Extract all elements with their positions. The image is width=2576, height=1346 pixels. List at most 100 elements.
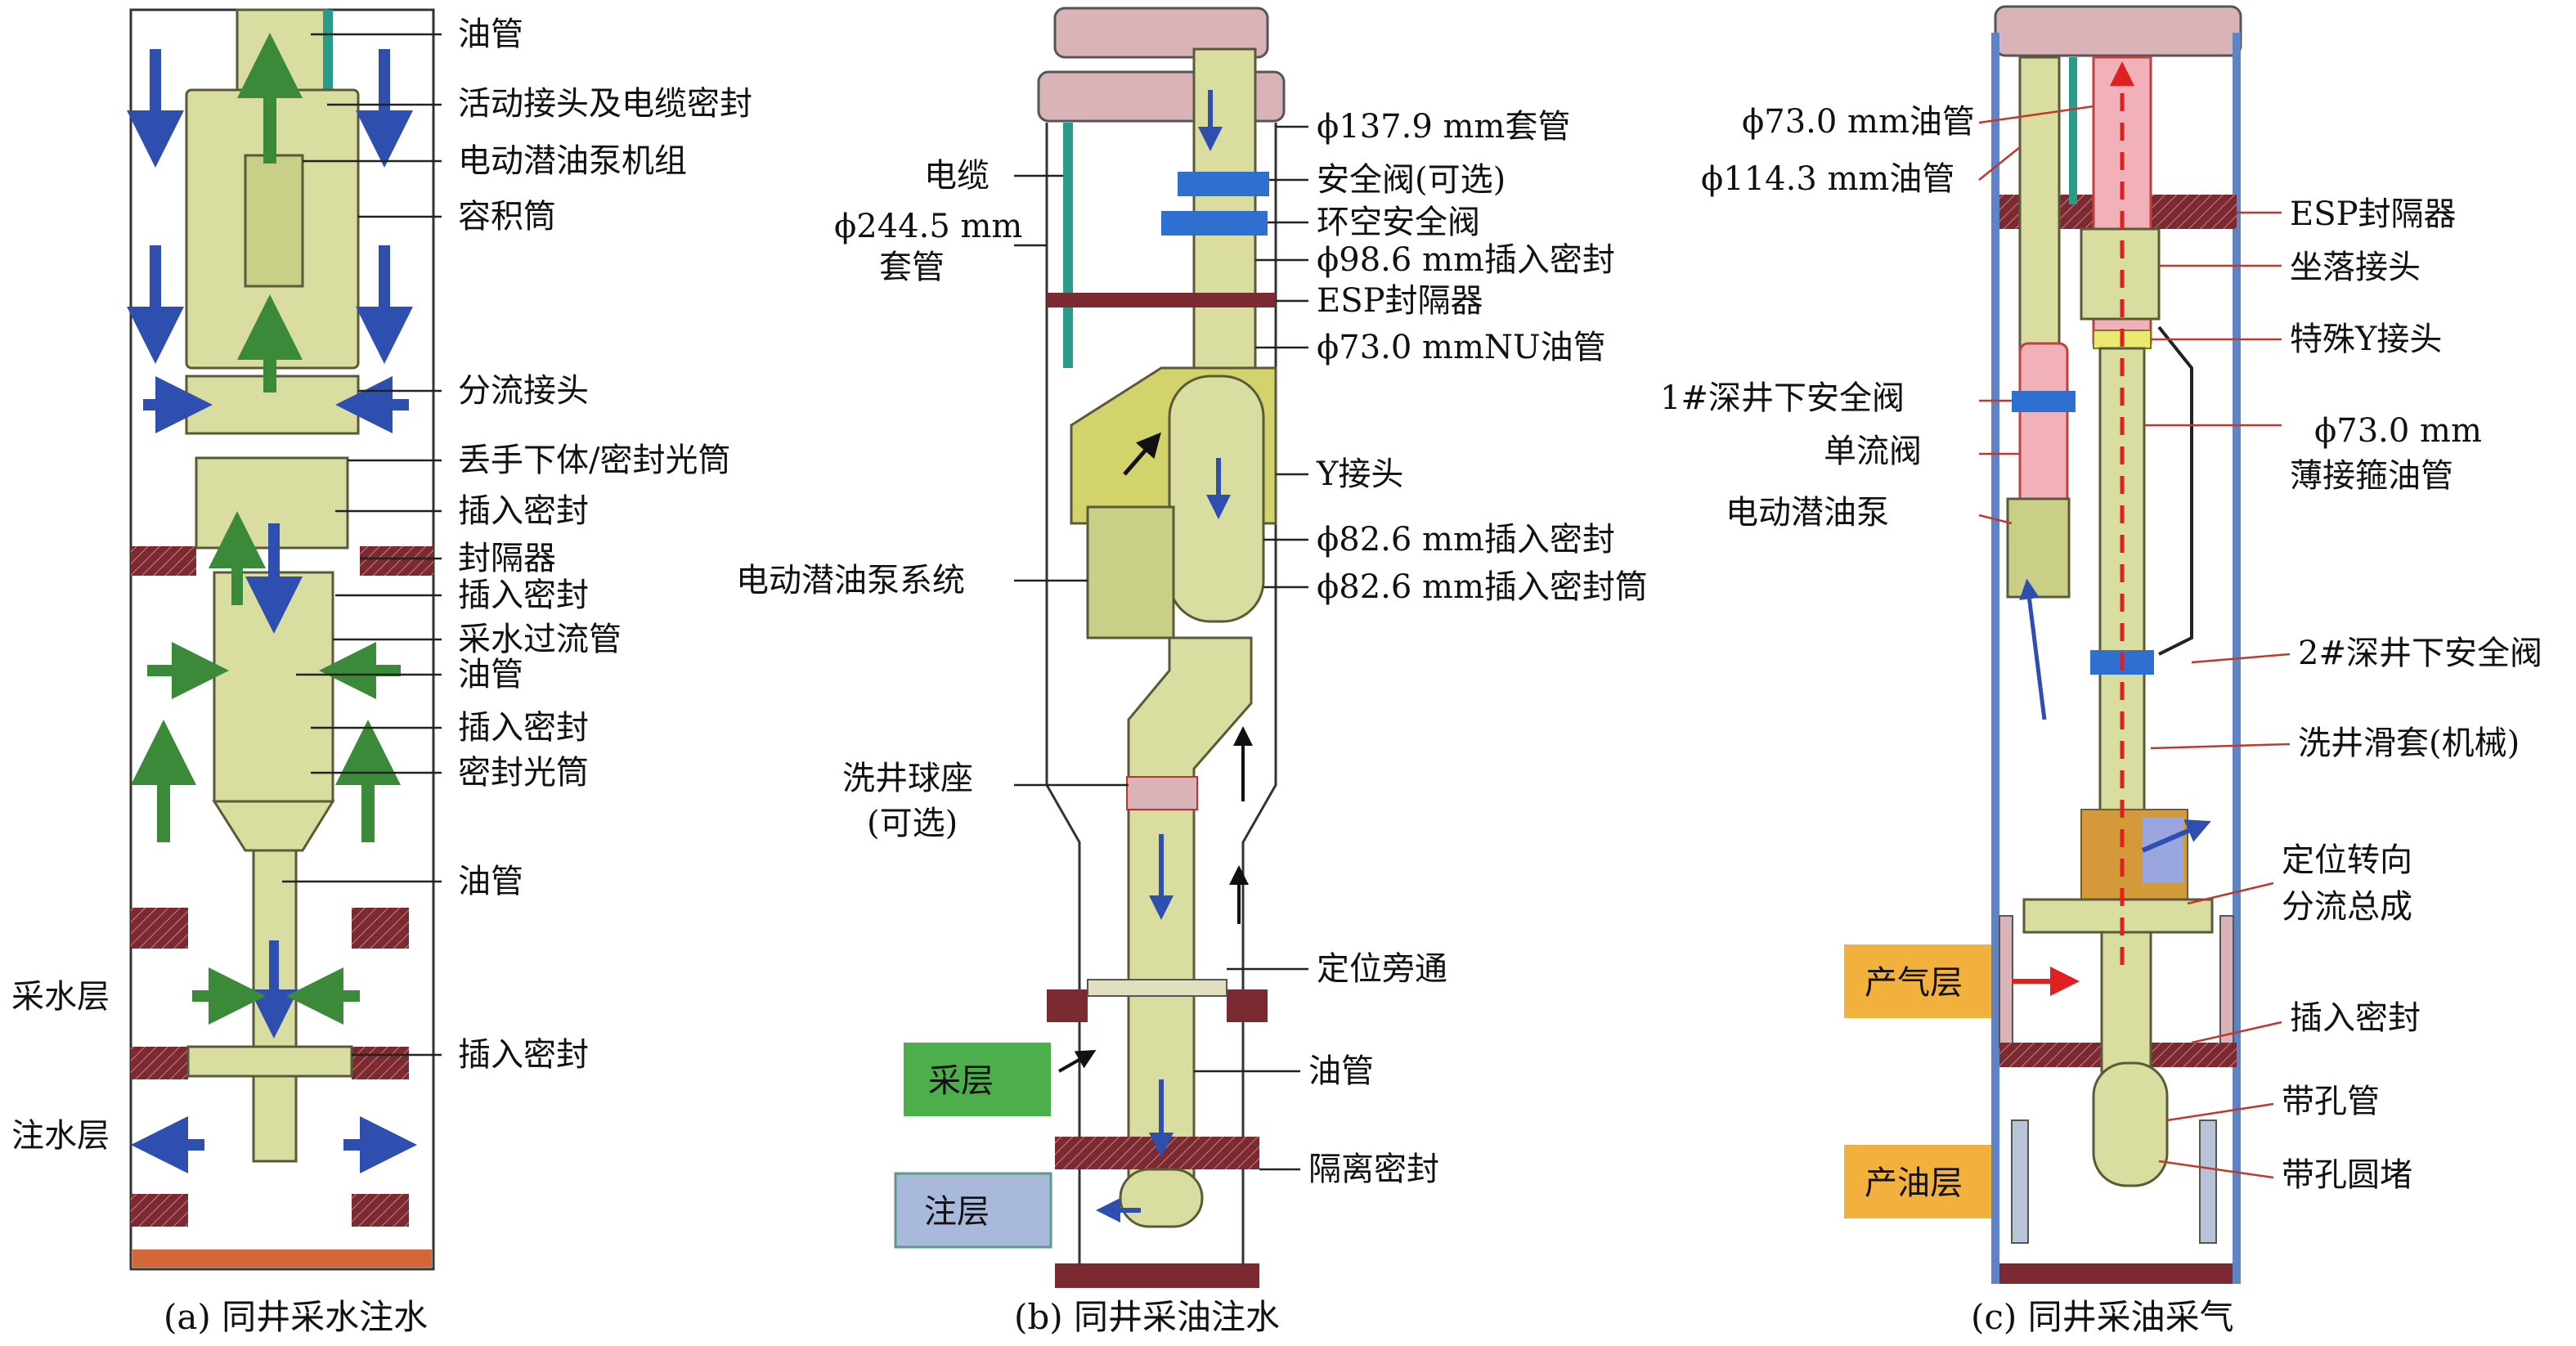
diverter-insert-c <box>2143 818 2183 883</box>
layer-inject-b: 注层 <box>924 1193 990 1231</box>
tubing-top-a <box>236 8 329 93</box>
layer-gas-c: 产气层 <box>1865 964 1963 1002</box>
label-c-right-3: ϕ73.0 mm <box>2314 412 2482 450</box>
label-a-5: 丢手下体/密封光筒 <box>458 442 730 479</box>
label-b-10: 油管 <box>1308 1052 1374 1090</box>
label-b-11: 隔离密封 <box>1308 1151 1439 1188</box>
label-b-4: ESP封隔器 <box>1317 282 1483 320</box>
cable-b <box>1063 123 1073 368</box>
label-a-7: 封隔器 <box>458 540 556 577</box>
panel-a: 油管 活动接头及电缆密封 电动潜油泵机组 容积筒 分流接头 丢手下体/密封光筒 … <box>11 8 752 1337</box>
pump-branch-tube-c <box>2018 56 2061 353</box>
label-c-right-2: 特殊Y接头 <box>2290 321 2442 358</box>
bottom-end-b <box>1119 1168 1204 1228</box>
label-c-right-10: 带孔管 <box>2282 1083 2380 1120</box>
label-casing-b-1: ϕ244.5 mm <box>834 208 1022 245</box>
isolation-seal-b <box>1055 1137 1259 1169</box>
oil-perf-left-c <box>2011 1119 2029 1244</box>
control-line-c <box>2157 325 2193 656</box>
perf-block-2-a <box>352 908 409 949</box>
leaders-b <box>1014 125 1308 1171</box>
label-c-right-1: 坐落接头 <box>2290 249 2421 286</box>
labels-b: ϕ137.9 mm套管 安全阀(可选) 环空安全阀 ϕ98.6 mm插入密封 E… <box>736 108 1648 1231</box>
layer-inject-box-b <box>894 1172 1052 1249</box>
label-c-left-0: ϕ73.0 mm油管 <box>1742 103 1975 141</box>
cable-a <box>323 10 333 92</box>
esp-pump-c <box>2006 497 2071 599</box>
layer-water-produce-a: 采水层 <box>11 978 110 1016</box>
caption-c: (c) 同井采油采气 <box>1971 1297 2234 1337</box>
esp-packer-b <box>1047 293 1276 307</box>
layer-oil-c: 产油层 <box>1865 1164 1963 1202</box>
label-b-2: 环空安全阀 <box>1317 204 1480 241</box>
layer-produce-box-b <box>904 1043 1051 1116</box>
arrow-right-icon <box>2141 819 2211 853</box>
caption-b: (b) 同井采油注水 <box>1014 1297 1280 1337</box>
cable-c <box>2069 57 2077 204</box>
panel-c: ϕ73.0 mm油管 ϕ114.3 mm油管 1#深井下安全阀 单流阀 电动潜油… <box>1660 5 2542 1337</box>
label-c-left-4: 电动潜油泵 <box>1726 494 1889 532</box>
safety-valve-1-c <box>2012 391 2076 412</box>
label-a-3: 容积筒 <box>458 198 556 236</box>
perf-block-6-a <box>352 1194 409 1227</box>
label-c-right-9: 插入密封 <box>2290 999 2421 1037</box>
water-flow-tube-a <box>213 571 334 803</box>
seal-polished-a <box>212 800 335 852</box>
label-b-1: 安全阀(可选) <box>1317 161 1506 199</box>
label-c-left-1: ϕ114.3 mm油管 <box>1701 160 1954 198</box>
leaders-c <box>1978 105 2291 1179</box>
layer-produce-b: 采层 <box>928 1062 994 1100</box>
label-ball-seat-b-2: (可选) <box>867 805 958 842</box>
panel-b: ϕ137.9 mm套管 安全阀(可选) 环空安全阀 ϕ98.6 mm插入密封 E… <box>736 7 1648 1337</box>
label-a-4: 分流接头 <box>458 372 589 410</box>
label-b-9: 定位旁通 <box>1317 950 1447 988</box>
label-c-right-7: 定位转向 <box>2282 841 2412 879</box>
wellhead-cap-upper-b <box>1053 7 1269 59</box>
positioning-bypass-b <box>1087 979 1227 997</box>
label-a-8: 插入密封 <box>458 577 589 614</box>
perf-block-4-a <box>352 1047 409 1079</box>
label-a-13: 油管 <box>458 863 523 900</box>
safety-valve-b <box>1178 172 1269 196</box>
bottom-plug-a <box>132 1250 432 1267</box>
oil-perf-right-c <box>2199 1119 2217 1244</box>
layer-water-inject-a: 注水层 <box>11 1117 110 1155</box>
label-a-2: 电动潜油泵机组 <box>458 142 687 180</box>
label-c-right-5: 2#深井下安全阀 <box>2298 635 2542 672</box>
bottom-plug-c <box>1999 1263 2233 1284</box>
label-b-5: ϕ73.0 mmNU油管 <box>1317 329 1606 366</box>
label-b-3: ϕ98.6 mm插入密封 <box>1317 241 1615 279</box>
label-c-right-6: 洗井滑套(机械) <box>2298 725 2520 762</box>
label-c-left-3: 单流阀 <box>1824 433 1922 470</box>
esp-pump-system-b <box>1086 505 1175 639</box>
perf-block-3-a <box>131 1047 188 1079</box>
label-c-left-2: 1#深井下安全阀 <box>1660 379 1905 417</box>
bypass-packer-left-b <box>1047 989 1088 1022</box>
insert-seal-lower-a <box>186 1045 353 1078</box>
label-b-6: Y接头 <box>1316 455 1403 493</box>
gas-perf-left-c <box>1999 915 2013 1048</box>
label-a-0: 油管 <box>458 16 523 53</box>
bottom-plug-b <box>1055 1263 1259 1288</box>
label-a-10: 油管 <box>458 656 523 693</box>
label-casing-b-2: 套管 <box>879 249 945 286</box>
label-c-right-4: 薄接箍油管 <box>2290 457 2453 495</box>
packer-right-a <box>360 546 433 576</box>
check-valve-c <box>2018 342 2069 509</box>
tubing-lower-b <box>1127 636 1253 1212</box>
gas-perf-right-c <box>2219 915 2234 1048</box>
label-a-6: 插入密封 <box>458 492 589 530</box>
bypass-packer-right-b <box>1227 989 1268 1022</box>
label-a-9: 采水过流管 <box>458 621 622 658</box>
perf-block-1-a <box>131 908 188 949</box>
labels-a: 油管 活动接头及电缆密封 电动潜油泵机组 容积筒 分流接头 丢手下体/密封光筒 … <box>11 16 752 1155</box>
label-a-1: 活动接头及电缆密封 <box>458 85 752 123</box>
caption-a: (a) 同井采水注水 <box>164 1297 428 1337</box>
labels-c: ϕ73.0 mm油管 ϕ114.3 mm油管 1#深井下安全阀 单流阀 电动潜油… <box>1660 103 2542 1202</box>
label-a-14: 插入密封 <box>458 1036 589 1074</box>
label-cable-b: 电缆 <box>924 157 990 195</box>
label-b-7: ϕ82.6 mm插入密封 <box>1317 521 1615 559</box>
label-c-right-0: ESP封隔器 <box>2290 195 2457 233</box>
arrow-up-icon <box>1058 1050 1097 1073</box>
